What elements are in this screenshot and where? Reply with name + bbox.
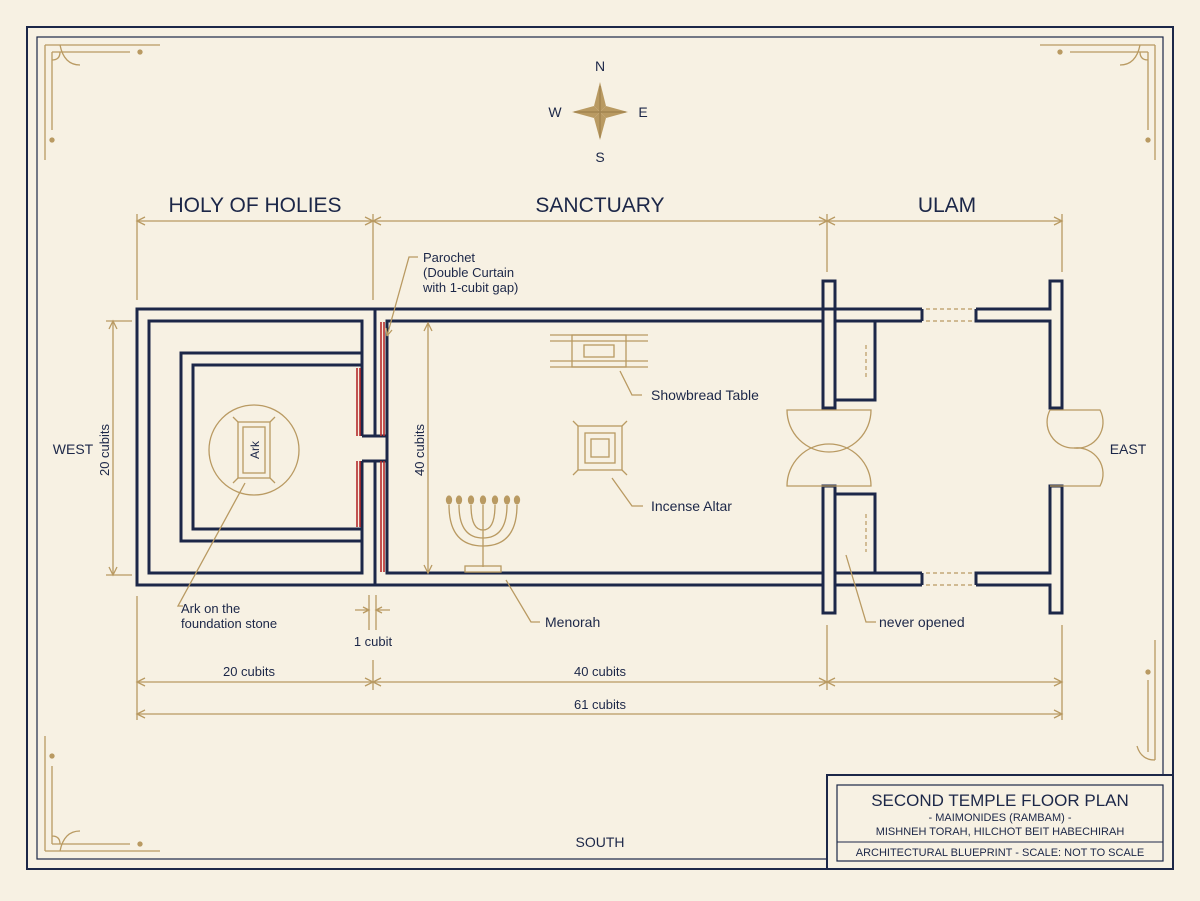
incense-altar-label: Incense Altar [651,498,732,514]
parochet-label-line3: with 1-cubit gap) [422,280,518,295]
title-block-footer: ARCHITECTURAL BLUEPRINT - SCALE: NOT TO … [856,847,1145,859]
callout-leaders [176,256,876,623]
title-block-line1: - MAIMONIDES (RAMBAM) - [929,812,1072,824]
ark-callout-line1: Ark on the [181,601,240,616]
never-opened-label: never opened [879,614,965,630]
menorah-icon [445,495,521,573]
height-sanctuary-label: 40 cubits [412,423,427,476]
corner-ornaments [44,44,1156,852]
temple-walls [135,279,1064,615]
length-total-label: 61 cubits [574,697,627,712]
gap-dimension-label: 1 cubit [354,634,393,649]
compass-south-label: S [595,149,604,165]
section-holy-of-holies: HOLY OF HOLIES [168,194,341,217]
vertical-dimension-lines [106,319,433,577]
page-frame [26,26,1174,870]
dashed-openings [865,308,972,586]
bottom-dimension-lines [135,596,1064,720]
gap-dimension [355,595,390,630]
showbread-table-icon [550,334,648,368]
title-block-title: SECOND TEMPLE FLOOR PLAN [871,791,1129,810]
ark-callout-line2: foundation stone [181,616,277,631]
showbread-table-label: Showbread Table [651,387,759,403]
compass-west-label: W [548,104,562,120]
east-label: EAST [1110,441,1147,457]
title-block [826,774,1174,870]
length-holy-label: 20 cubits [223,664,276,679]
compass-north-label: N [595,58,605,74]
ark-icon [208,404,300,496]
west-label: WEST [53,441,94,457]
top-dimension-line [135,214,1064,300]
height-holy-label: 20 cubits [97,423,112,476]
title-block-line2: MISHNEH TORAH, HILCHOT BEIT HABECHIRAH [876,826,1125,838]
ark-label: Ark [248,440,262,459]
compass-east-label: E [638,104,647,120]
parochet-label-line1: Parochet [423,250,475,265]
south-label: SOUTH [576,834,625,850]
parochet-curtains [356,322,385,572]
section-sanctuary: SANCTUARY [535,194,664,217]
length-sanctuary-label: 40 cubits [574,664,627,679]
menorah-label: Menorah [545,614,600,630]
section-ulam: ULAM [918,194,976,217]
compass-rose-icon [572,82,628,140]
incense-altar-icon [572,420,628,476]
parochet-label-line2: (Double Curtain [423,265,514,280]
door-swings [786,409,1104,487]
